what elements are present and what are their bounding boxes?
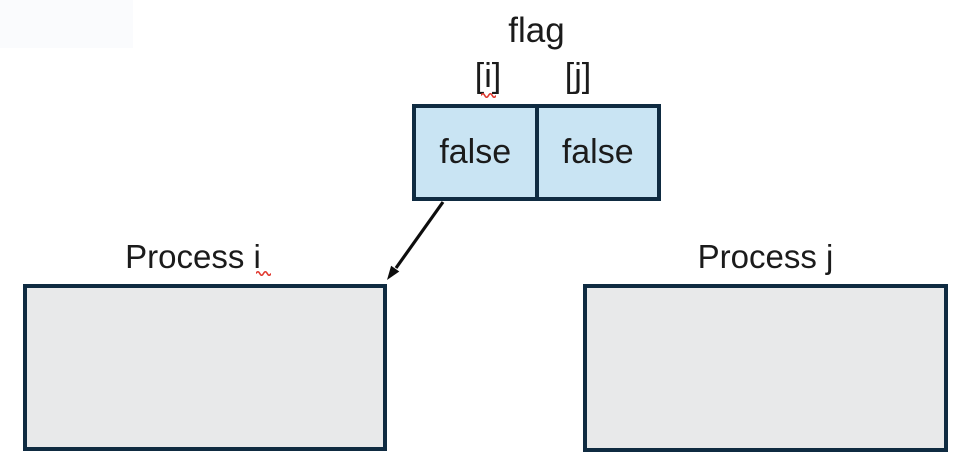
spellcheck-squiggle-icon [481,92,496,98]
process-j-box [583,284,948,452]
process-i-box [23,284,387,451]
top-left-artifact [0,0,133,48]
process-i-label: Process i [125,238,261,275]
process-j-label: Process j [697,238,834,275]
flag-index-j-label: [j] [564,57,592,95]
flag-array-title: flag [508,11,565,50]
flag-array-table: false false [412,104,661,201]
flag-to-process-i-arrow-icon [387,201,445,280]
flag-cell-i: false [416,108,539,197]
flag-index-i-label: [i] [474,57,502,95]
flag-cell-j: false [561,133,634,171]
spellcheck-squiggle-icon [256,270,271,276]
